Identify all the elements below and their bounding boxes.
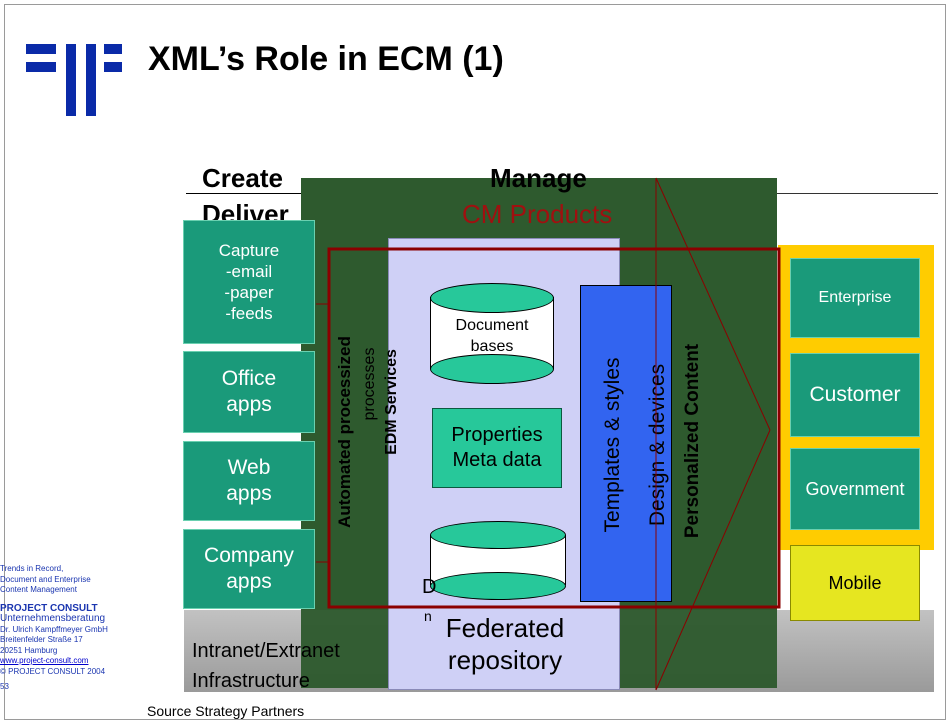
templates-panel <box>580 285 672 602</box>
n-fragment: n <box>424 608 432 624</box>
logo-bar <box>104 62 122 72</box>
capture-box: Capture -email -paper -feeds <box>183 220 315 344</box>
logo-bar <box>66 44 76 116</box>
infrastructure-label: Intranet/Extranet Infrastructure <box>192 640 340 692</box>
federated-repository-label: Federated repository <box>445 613 565 675</box>
website-link[interactable]: www.project-consult.com <box>0 656 89 665</box>
header-divider-left <box>186 193 301 194</box>
customer-box: Customer <box>790 353 920 437</box>
d-fragment: D <box>422 576 437 598</box>
web-apps-box: Web apps <box>183 441 315 521</box>
logo-bar <box>26 62 56 72</box>
logo-bar <box>26 44 56 54</box>
company-name: PROJECT CONSULT <box>0 602 98 614</box>
create-label: Create <box>202 163 283 193</box>
mobile-box: Mobile <box>790 545 920 621</box>
sidebar-footer: Trends in Record, Document and Enterpris… <box>0 564 135 693</box>
government-box: Government <box>790 448 920 530</box>
logo-bar <box>86 44 96 116</box>
office-apps-box: Office apps <box>183 351 315 433</box>
enterprise-box: Enterprise <box>790 258 920 338</box>
logo-bar <box>104 44 122 54</box>
company-apps-box: Company apps <box>183 529 315 609</box>
chevron-line <box>655 429 771 691</box>
cm-products-frame <box>327 247 781 609</box>
slide-frame <box>4 4 946 720</box>
properties-box: Properties Meta data <box>432 408 562 488</box>
manage-label: Manage <box>490 163 587 193</box>
source-label: Source Strategy Partners <box>147 703 305 719</box>
page-number: 53 <box>0 682 9 691</box>
slide-title: XML’s Role in ECM (1) <box>148 40 504 78</box>
chevron-line <box>655 177 771 431</box>
cm-products-label: CM Products <box>462 199 613 229</box>
